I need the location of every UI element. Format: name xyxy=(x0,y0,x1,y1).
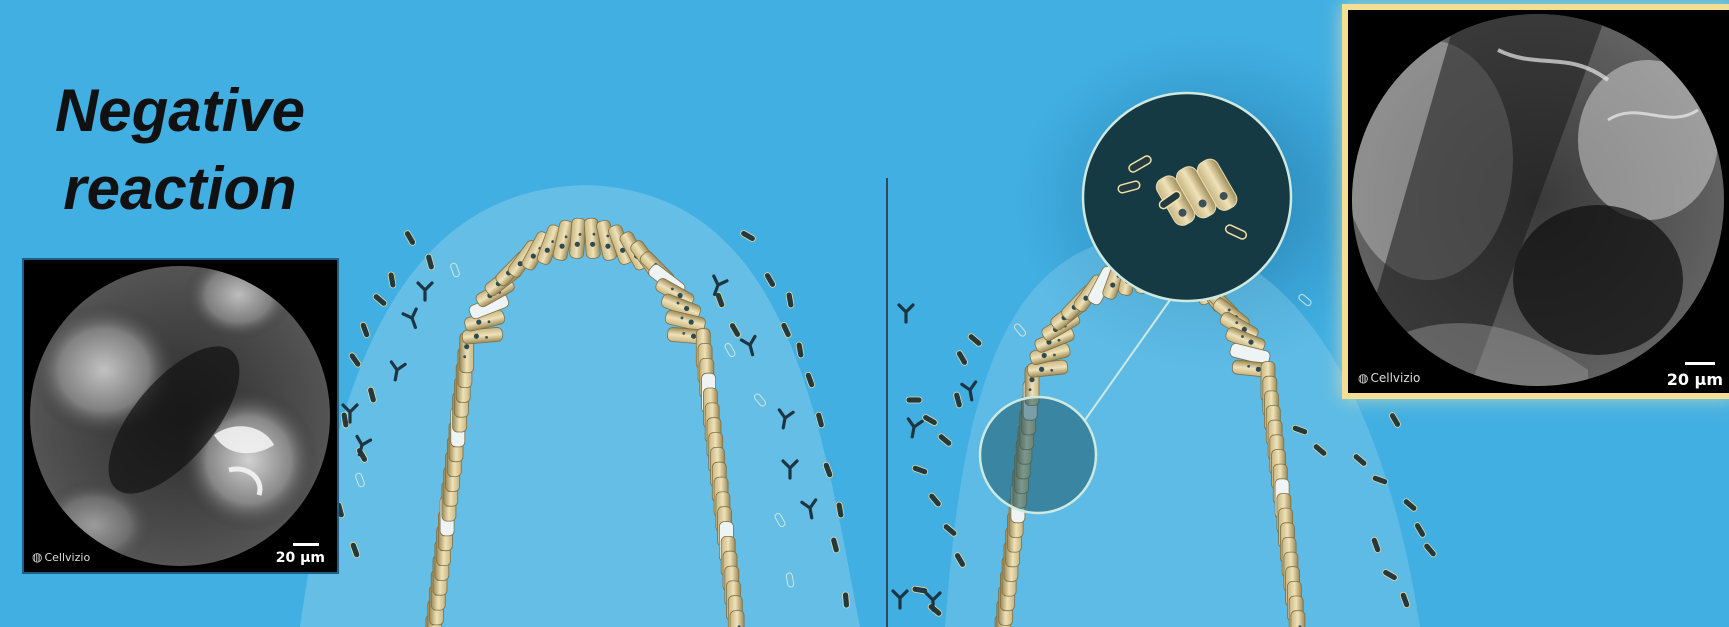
bacterium xyxy=(1388,412,1401,429)
bacterium xyxy=(1423,542,1438,558)
bacterium xyxy=(911,464,928,475)
bacterium xyxy=(928,492,943,508)
bacterium xyxy=(927,603,943,618)
title-line-2: reaction xyxy=(30,150,330,228)
micrograph-left: ◍Cellvizio 20 µm xyxy=(24,260,337,572)
scale-label: 20 µm xyxy=(1667,370,1723,389)
bacterium xyxy=(403,230,416,247)
bacterium xyxy=(740,229,757,242)
cellvizio-logo-icon: ◍ xyxy=(32,550,42,564)
page-title: Negative reaction xyxy=(30,72,330,228)
bacterium xyxy=(388,272,397,289)
bacterium xyxy=(763,272,776,289)
brand-text: Cellvizio xyxy=(1370,371,1420,385)
micrograph-right: ◍Cellvizio 20 µm xyxy=(1342,4,1729,399)
antibody xyxy=(905,419,922,438)
micrograph-left-image xyxy=(24,260,337,572)
bacterium xyxy=(906,397,922,403)
epithelial-cell xyxy=(569,218,586,259)
antibody xyxy=(899,305,913,322)
bacterium xyxy=(796,342,805,359)
cellvizio-logo-icon: ◍ xyxy=(1358,371,1368,385)
epithelial-cell xyxy=(730,611,744,627)
bacterium xyxy=(955,350,968,367)
bacterium xyxy=(922,413,939,426)
bacterium xyxy=(842,592,849,608)
brand-text: Cellvizio xyxy=(44,551,90,564)
bacterium xyxy=(786,292,795,309)
bacterium xyxy=(348,352,362,369)
bacterium xyxy=(1402,498,1418,513)
bacterium xyxy=(804,371,815,388)
bacterium xyxy=(953,391,963,408)
epithelial-cell xyxy=(1291,611,1305,627)
bacterium xyxy=(1413,522,1426,539)
brand-watermark: ◍Cellvizio xyxy=(1358,371,1420,385)
bacterium xyxy=(967,333,983,348)
brand-watermark: ◍Cellvizio xyxy=(32,550,90,564)
bacterium xyxy=(372,293,388,308)
micrograph-right-image xyxy=(1348,10,1729,393)
bacterium xyxy=(359,321,370,338)
scale-bar xyxy=(293,543,319,546)
scale-bar xyxy=(1685,362,1715,365)
bacterium xyxy=(937,433,953,448)
title-line-1: Negative xyxy=(30,72,330,150)
magnifier-small-lens xyxy=(980,397,1096,513)
scale-label: 20 µm xyxy=(276,550,325,566)
antibody xyxy=(962,382,979,401)
antibody xyxy=(893,591,907,608)
